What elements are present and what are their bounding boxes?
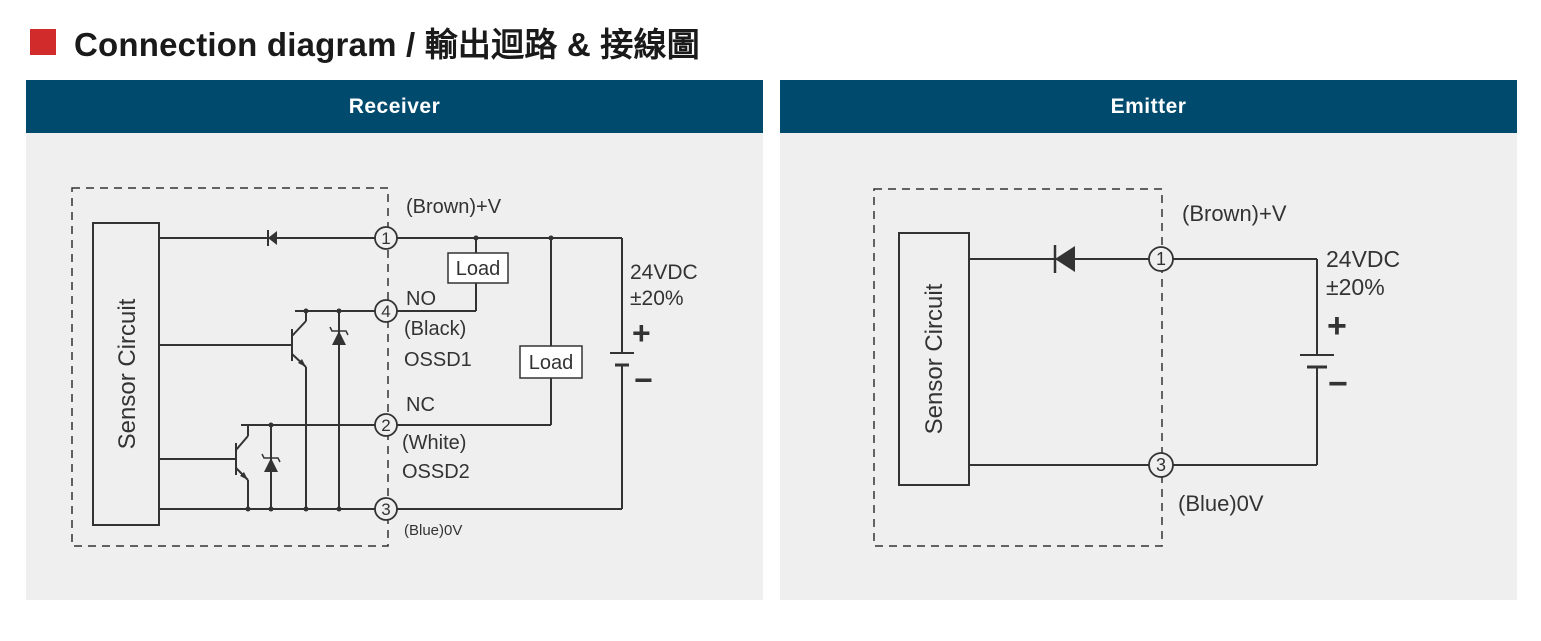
receiver-sensor-box [92, 222, 160, 526]
transistor1-collector [291, 320, 307, 337]
junction-dot [303, 506, 309, 512]
emitter-diagram: 1 3 (Brown)+V (Blue)0V 24VDC ±20% + − Se… [873, 188, 1400, 547]
emitter-blue-label: (Blue)0V [1178, 491, 1264, 516]
no-label: NO [406, 288, 436, 310]
pin-4-circle [374, 299, 398, 323]
pin-2-circle [374, 413, 398, 437]
tolerance-label: ±20% [630, 287, 684, 310]
blue-label: (Blue)0V [404, 522, 462, 539]
ossd2-label: OSSD2 [402, 461, 470, 483]
receiver-diagram: Load Load 1 4 2 3 (Brown)+V NO (Black) O… [71, 187, 698, 547]
transistor2-collector [235, 435, 249, 451]
zener2-icon [261, 453, 281, 472]
transistor2-arrow-icon [240, 472, 248, 480]
page-title: Connection diagram / 輸出迴路 & 接線圖 [74, 26, 700, 63]
nc-label: NC [406, 394, 435, 416]
pin-3-circle [374, 497, 398, 521]
load-box-1 [447, 252, 509, 284]
emitter-plus-sign: + [1327, 307, 1347, 345]
transistor1-arrow-icon [298, 359, 306, 367]
junction-dot [303, 308, 309, 314]
emitter-tolerance-label: ±20% [1326, 274, 1385, 300]
emitter-pin-1-circle [1148, 246, 1174, 272]
emitter-enclosure [873, 188, 1163, 547]
receiver-diode-icon [267, 230, 277, 246]
junction-dot [268, 422, 274, 428]
load-label-1: Load [456, 258, 501, 280]
load-box-2 [519, 345, 583, 379]
pin-2-number: 2 [381, 416, 390, 435]
emitter-panel: Emitter 1 3 (Brown)+V (Blue)0V 24VDC ±20… [780, 80, 1517, 600]
black-label: (Black) [404, 318, 466, 340]
minus-sign: − [634, 362, 653, 398]
receiver-panel: Receiver [26, 80, 763, 600]
junction-dot [336, 506, 342, 512]
junction-dot [336, 308, 342, 314]
receiver-sensor-label: Sensor Circuit [114, 298, 141, 449]
voltage-label: 24VDC [630, 261, 698, 284]
receiver-enclosure [71, 187, 389, 547]
emitter-minus-sign: − [1328, 365, 1348, 403]
emitter-header: Emitter [780, 80, 1517, 133]
emitter-pin-3-circle [1148, 452, 1174, 478]
load-label-2: Load [529, 352, 574, 374]
plus-sign: + [632, 315, 651, 351]
junction-dot [473, 235, 479, 241]
white-label: (White) [402, 432, 466, 454]
junction-dot [548, 235, 554, 241]
emitter-voltage-label: 24VDC [1326, 246, 1400, 272]
receiver-header: Receiver [26, 80, 763, 133]
junction-dot [245, 506, 251, 512]
pin-4-number: 4 [381, 302, 390, 321]
emitter-pin-3-number: 3 [1156, 455, 1166, 475]
brown-label: (Brown)+V [406, 196, 502, 218]
pin-1-number: 1 [381, 229, 390, 248]
emitter-pin-1-number: 1 [1156, 249, 1166, 269]
emitter-sensor-label: Sensor Circuit [921, 283, 948, 434]
emitter-diode-icon [1053, 245, 1075, 273]
page-title-row: Connection diagram / 輸出迴路 & 接線圖 [30, 20, 700, 64]
pin-3-number: 3 [381, 500, 390, 519]
emitter-sensor-box [898, 232, 970, 486]
emitter-brown-label: (Brown)+V [1182, 201, 1287, 226]
title-marker-square [30, 29, 56, 55]
junction-dot [268, 506, 274, 512]
pin-1-circle [374, 226, 398, 250]
zener1-icon [329, 326, 349, 345]
ossd1-label: OSSD1 [404, 349, 472, 371]
